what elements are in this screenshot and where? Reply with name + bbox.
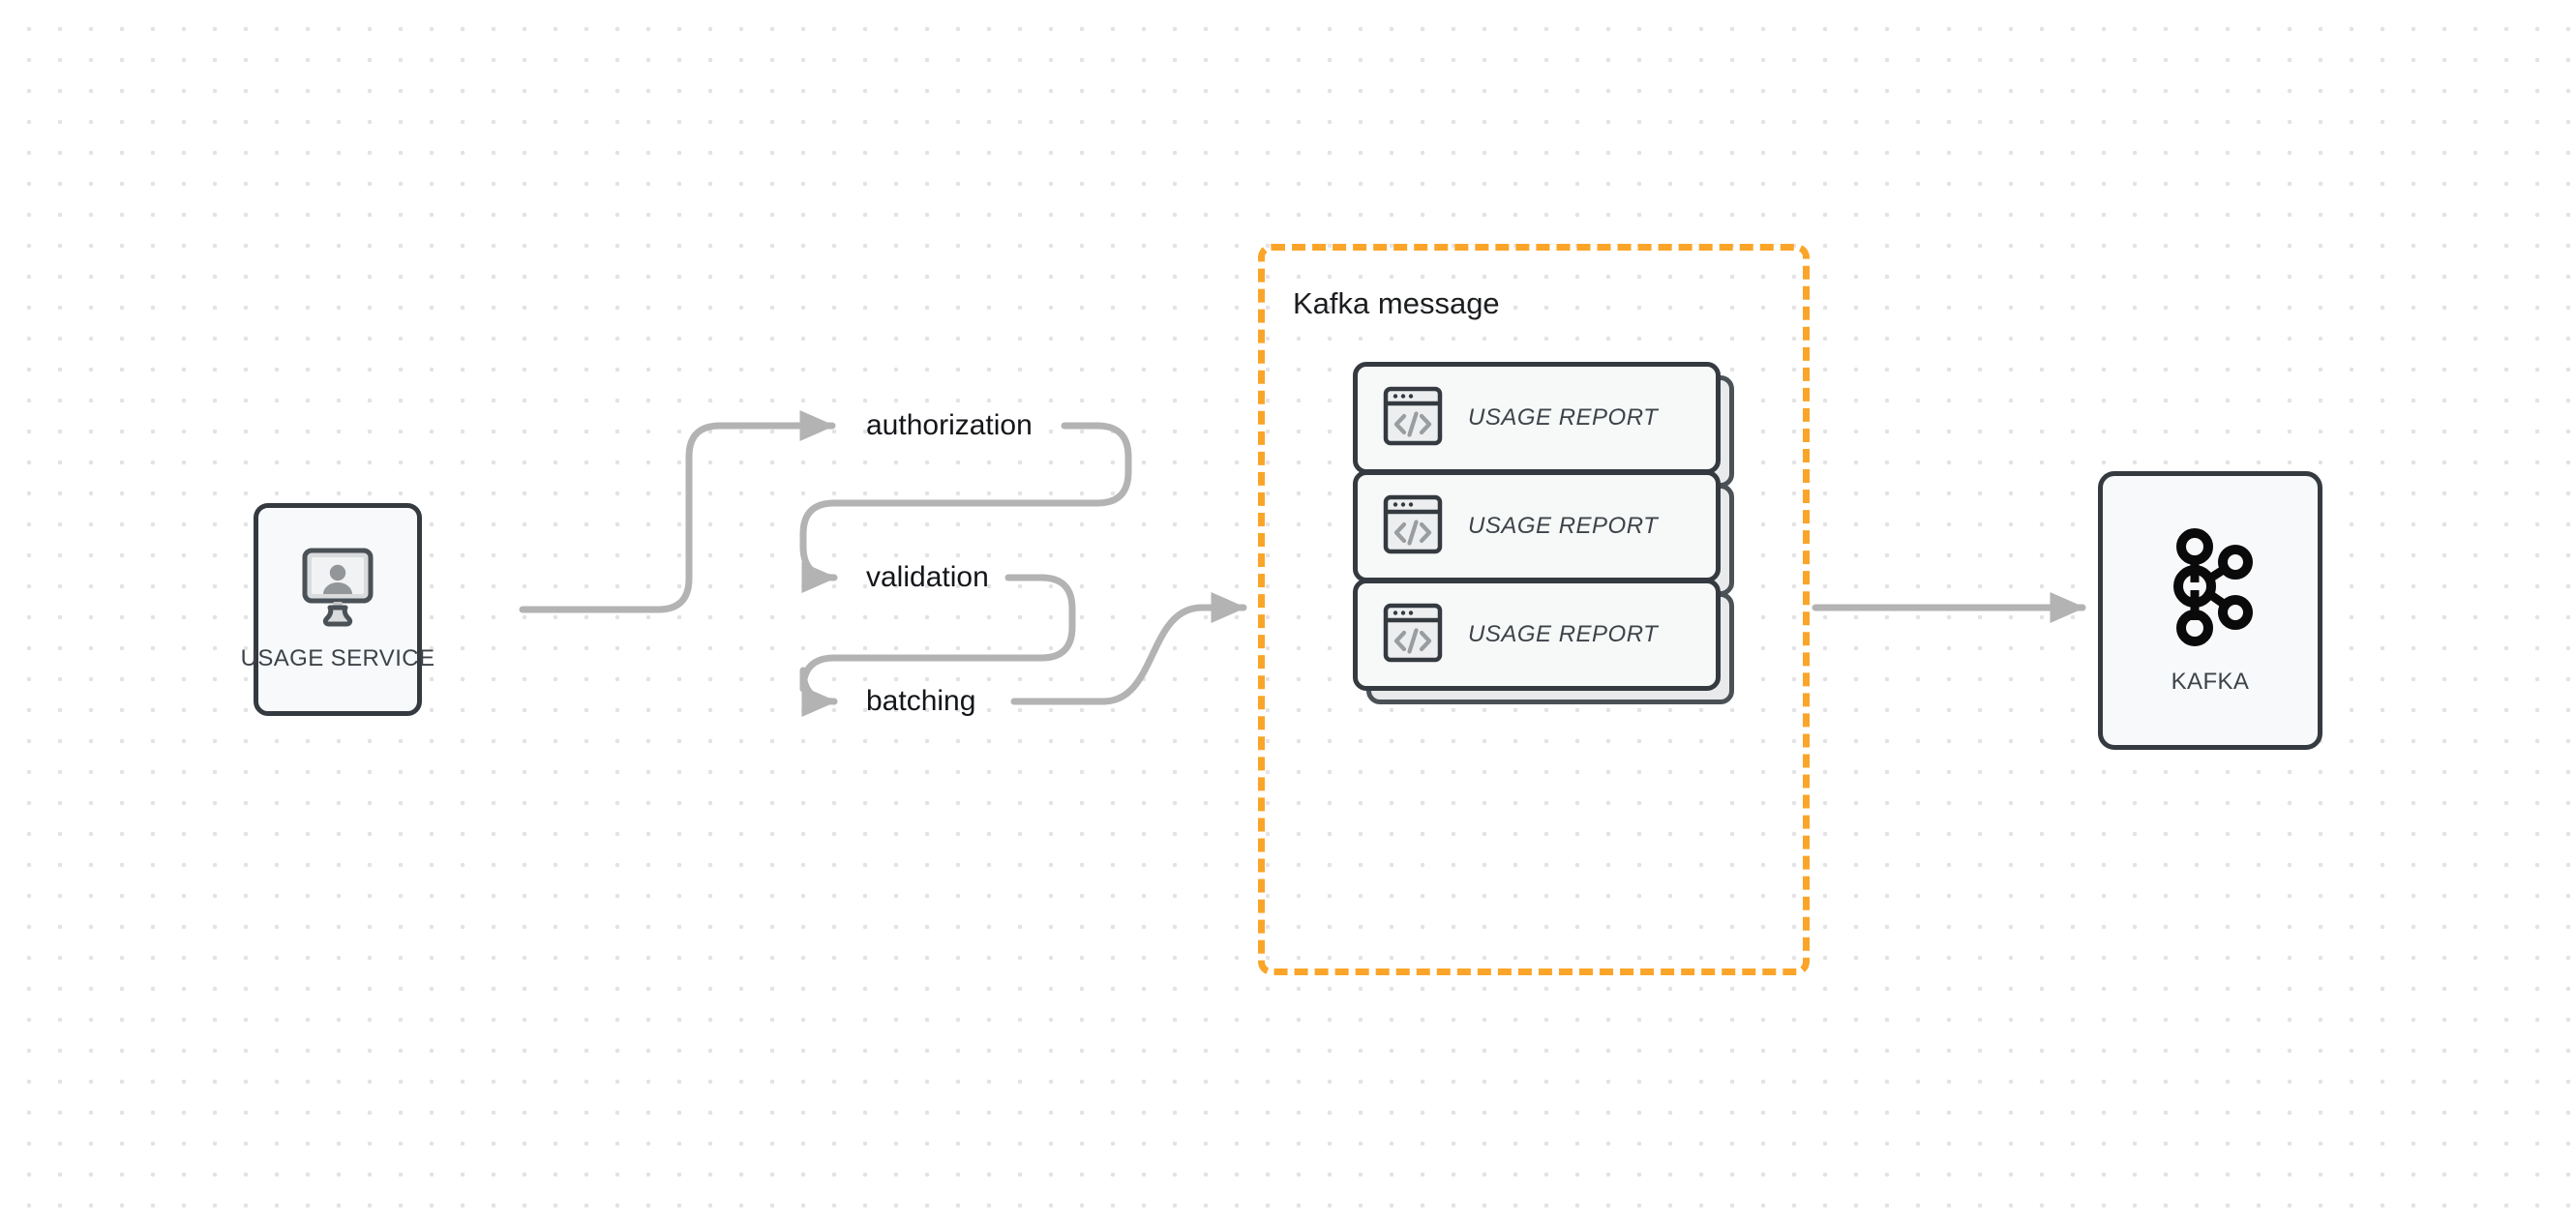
- node-kafka-label: KAFKA: [2171, 668, 2250, 695]
- group-kafka-message[interactable]: [1258, 244, 1810, 975]
- edge-usage-service-to-authorization: [519, 409, 836, 613]
- code-window-icon: [1383, 494, 1443, 559]
- monitor-user-icon: [293, 548, 382, 632]
- card-usage-report[interactable]: USAGE REPORT: [1353, 362, 1734, 488]
- edge-batching-to-kafka-message: [1010, 591, 1247, 705]
- step-label-authorization: authorization: [866, 409, 1033, 441]
- node-kafka[interactable]: KAFKA: [2098, 471, 2322, 750]
- edge-authorization-to-validation: [799, 422, 1132, 593]
- card-usage-report-label: USAGE REPORT: [1468, 404, 1659, 431]
- kafka-logo-icon: [2160, 526, 2261, 651]
- code-window-icon: [1383, 603, 1443, 668]
- step-label-batching: batching: [866, 685, 976, 717]
- card-usage-report-front[interactable]: USAGE REPORT: [1353, 470, 1721, 582]
- card-usage-report-front[interactable]: USAGE REPORT: [1353, 579, 1721, 691]
- node-usage-service-label: USAGE SERVICE: [240, 644, 435, 671]
- card-usage-report-label: USAGE REPORT: [1468, 513, 1659, 539]
- card-usage-report[interactable]: USAGE REPORT: [1353, 470, 1734, 596]
- card-usage-report-label: USAGE REPORT: [1468, 621, 1659, 647]
- node-usage-service[interactable]: USAGE SERVICE: [241, 503, 434, 716]
- card-usage-report-front[interactable]: USAGE REPORT: [1353, 362, 1721, 474]
- edge-validation-to-batching: [799, 574, 1076, 717]
- group-kafka-message-title: Kafka message: [1293, 286, 1500, 320]
- step-label-validation: validation: [866, 561, 989, 593]
- code-window-icon: [1383, 386, 1443, 451]
- card-usage-report[interactable]: USAGE REPORT: [1353, 579, 1734, 704]
